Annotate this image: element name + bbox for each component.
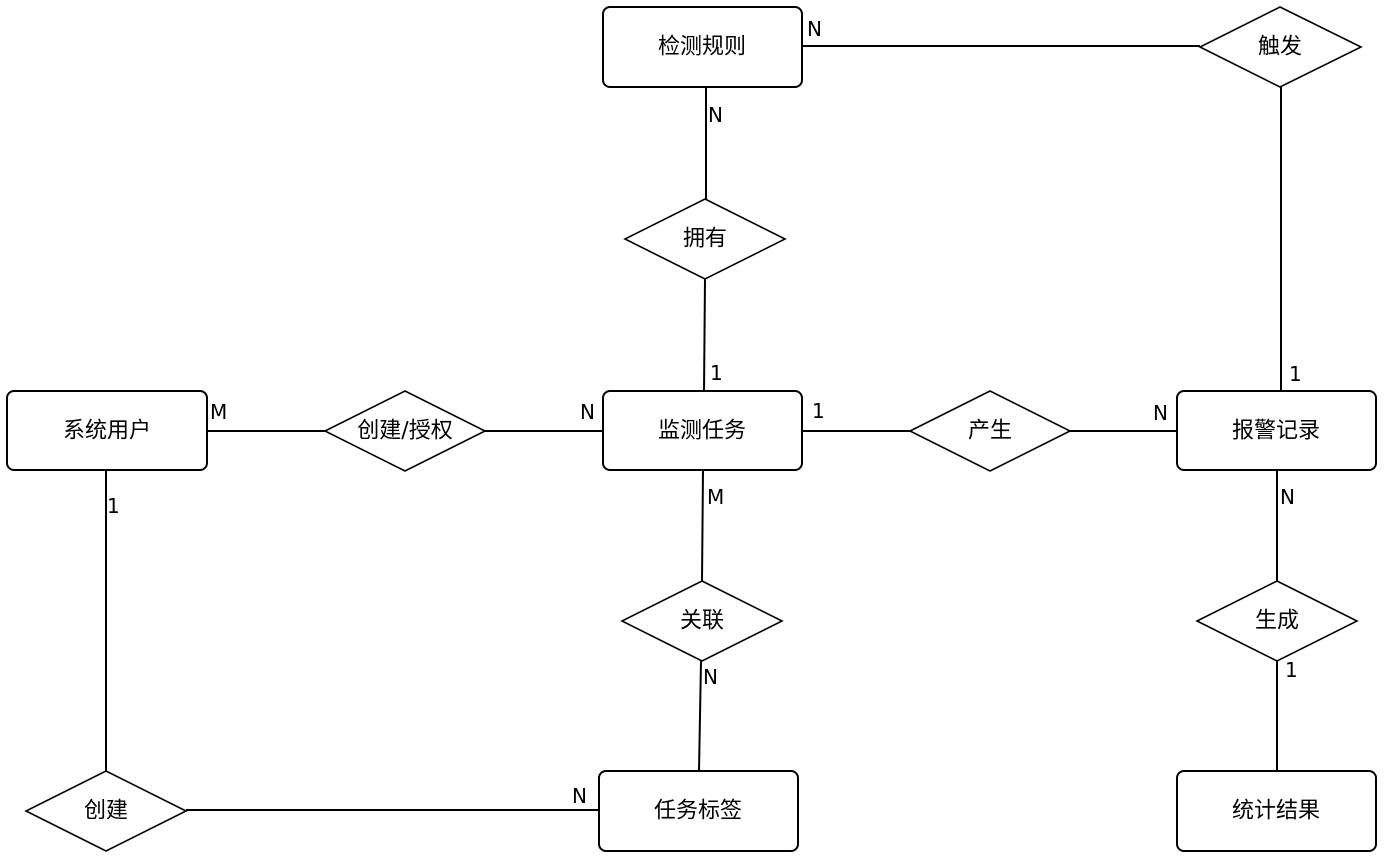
relation-label: 创建: [84, 799, 128, 824]
relation-label: 生成: [1255, 609, 1299, 634]
cardinality-task-create-auth: N: [580, 400, 595, 424]
relation-generate[interactable]: 生成: [1195, 580, 1359, 662]
edge-own-task: [703, 278, 706, 392]
cardinality-rule-trigger: N: [807, 17, 822, 41]
cardinality-task-own: 1: [710, 361, 723, 385]
entity-label: 任务标签: [654, 799, 742, 824]
cardinality-user-create: 1: [107, 494, 120, 518]
relation-own[interactable]: 拥有: [623, 198, 787, 280]
cardinality-alarm-trigger: 1: [1289, 362, 1302, 386]
cardinality-stat-generate: 1: [1285, 658, 1298, 682]
entity-detection-rule[interactable]: 检测规则: [602, 6, 803, 88]
cardinality-tag-create: N: [572, 784, 587, 808]
cardinality-tag-associate: N: [703, 665, 718, 689]
relation-label: 触发: [1258, 35, 1302, 60]
cardinality-alarm-generate: N: [1280, 485, 1295, 509]
entity-task-tag[interactable]: 任务标签: [598, 770, 799, 852]
cardinality-alarm-produce: N: [1153, 401, 1168, 425]
entity-monitor-task[interactable]: 监测任务: [602, 390, 803, 471]
entity-stat-result[interactable]: 统计结果: [1176, 770, 1377, 852]
cardinality-rule-own: N: [708, 103, 723, 127]
entity-alarm-record[interactable]: 报警记录: [1176, 390, 1377, 471]
entity-label: 系统用户: [63, 419, 151, 444]
relation-trigger[interactable]: 触发: [1198, 6, 1363, 88]
relation-label: 创建/授权: [357, 419, 452, 444]
entity-label: 监测任务: [658, 419, 746, 444]
cardinality-labels: N N 1 1 M N 1 N 1 M N N 1 N: [107, 17, 1302, 808]
entity-system-user[interactable]: 系统用户: [6, 390, 208, 471]
entity-label: 检测规则: [658, 35, 746, 60]
relation-create[interactable]: 创建: [24, 770, 188, 852]
edge-task-associate: [701, 469, 704, 582]
cardinality-task-associate: M: [707, 485, 724, 509]
entity-label: 统计结果: [1232, 799, 1320, 824]
relation-create-auth[interactable]: 创建/授权: [323, 390, 487, 472]
relation-associate[interactable]: 关联: [620, 580, 784, 662]
relation-produce[interactable]: 产生: [908, 390, 1072, 472]
cardinality-task-produce: 1: [812, 399, 825, 423]
edge-associate-tag: [698, 660, 702, 772]
cardinality-user-create-auth: M: [210, 400, 227, 424]
relation-label: 拥有: [683, 227, 727, 252]
relation-label: 产生: [968, 419, 1012, 444]
relation-label: 关联: [680, 609, 724, 634]
entity-label: 报警记录: [1232, 419, 1320, 444]
